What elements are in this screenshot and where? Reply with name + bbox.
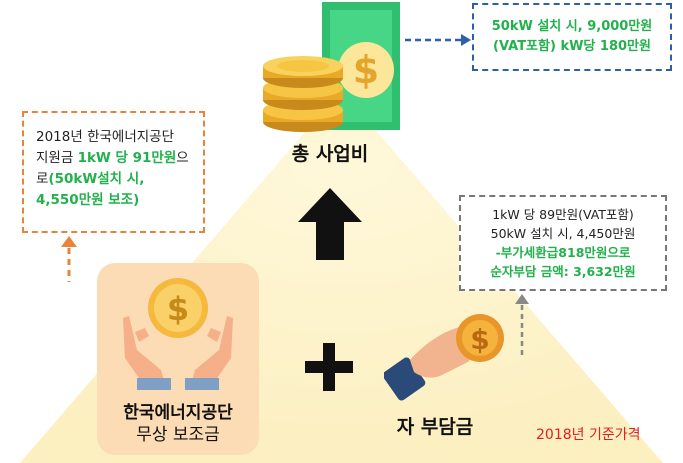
hand-coin-icon: $ (384, 314, 504, 401)
svg-text:$: $ (353, 48, 379, 92)
subsidy-info-box: 2018년 한국에너지공단 지원금 1kW 당 91만원으 로(50kW설치 시… (22, 111, 205, 233)
total-cost-line1: 50kW 설치 시, 9,000만원 (491, 19, 653, 34)
subsidy-info-condition: (50kW설치 시, (48, 171, 145, 187)
subsidy-info-rate: 1kW 당 91만원 (77, 150, 177, 166)
subsidy-info-line3: 로(50kW설치 시, (36, 169, 203, 190)
plus-icon (305, 343, 353, 391)
subsidy-info-line4: 4,550만원 보조) (36, 192, 140, 208)
svg-text:$: $ (167, 290, 189, 328)
subsidy-info-line2-suffix: 으 (176, 150, 189, 166)
subsidy-label-line2: 무상 보조금 (136, 425, 220, 445)
self-burden-line3: -부가세환급818만원으로 (495, 245, 631, 260)
total-cost-label: 총 사업비 (291, 143, 369, 165)
total-cost-line2: (VAT포함) kW당 180만원 (493, 39, 651, 54)
up-arrow-icon (298, 188, 362, 260)
subsidy-info-line2: 지원금 1kW 당 91만원으 (36, 148, 203, 169)
subsidy-info-line1: 2018년 한국에너지공단 (36, 129, 175, 145)
total-cost-info-box: 50kW 설치 시, 9,000만원 (VAT포함) kW당 180만원 (472, 3, 672, 71)
blue-dashed-arrow (405, 34, 471, 46)
gray-dashed-arrow (515, 294, 529, 356)
self-burden-line2: 50kW 설치 시, 4,450만원 (490, 226, 636, 241)
coin-stack-icon (263, 56, 343, 132)
hands-coin-icon: $ (123, 278, 233, 390)
base-year-note: 2018년 기준가격 (536, 427, 641, 443)
self-burden-line1: 1kW 당 89만원(VAT포함) (492, 207, 634, 222)
self-burden-line4: 순자부담 금액: 3,632만원 (490, 264, 636, 279)
orange-dashed-arrow (61, 236, 77, 282)
subsidy-info-line2-prefix: 지원금 (36, 150, 78, 166)
svg-text:$: $ (470, 323, 489, 356)
subsidy-label: 한국에너지공단 무상 보조금 (97, 402, 259, 446)
subsidy-info-line3-prefix: 로 (36, 171, 49, 187)
subsidy-label-line1: 한국에너지공단 (123, 403, 233, 423)
self-burden-info-box: 1kW 당 89만원(VAT포함) 50kW 설치 시, 4,450만원 -부가… (459, 195, 667, 291)
self-burden-label: 자 부담금 (396, 416, 474, 438)
